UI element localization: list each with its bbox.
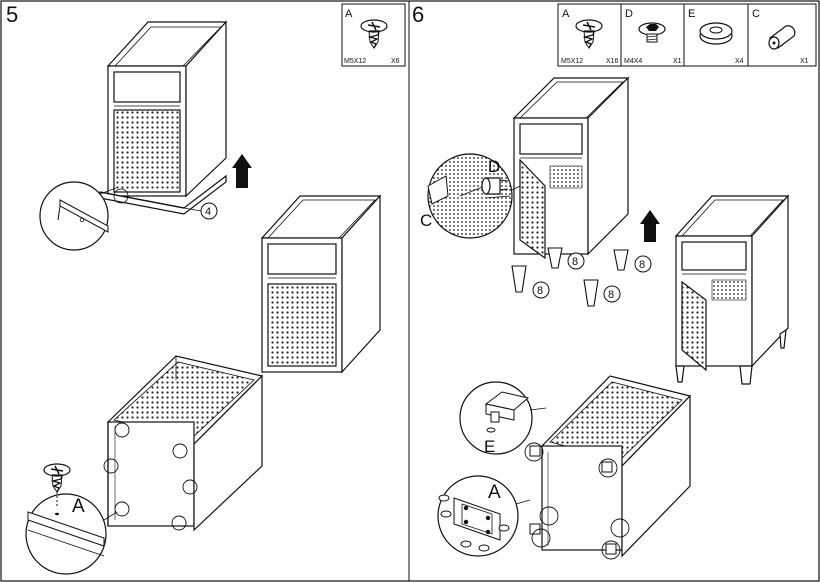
label-d: D (488, 157, 500, 176)
leg-parts (511, 247, 629, 307)
part-e-letter: E (688, 8, 695, 20)
zoom-detail-knob (427, 153, 521, 239)
cabinet-inverted (106, 355, 264, 532)
step-6-parts-box: A M5X12 X16 D M4X4 X1 E X4 C X1 (557, 3, 817, 67)
part-a-letter: A (562, 8, 570, 20)
hex-bolt-icon (638, 22, 666, 43)
leader-line (183, 207, 202, 212)
part-a-qty: X16 (606, 58, 619, 65)
cabinet-open-door (512, 76, 630, 260)
leg-callouts: 8 8 8 8 (532, 252, 652, 303)
cabinet-finished (674, 194, 790, 385)
screw-location-markers (103, 422, 198, 531)
leg-callout-number: 8 (537, 285, 543, 297)
part-e-qty: X4 (735, 58, 744, 65)
screw-detail-icon (43, 463, 71, 493)
part-a-spec: M5X12 (561, 58, 583, 65)
knob-icon (768, 25, 796, 50)
knob-part-icon (481, 177, 509, 195)
cabinet-upright-a (106, 20, 228, 198)
part-d-letter: D (625, 8, 633, 20)
up-arrow-icon (232, 154, 252, 188)
leg-callout-number: 8 (639, 259, 645, 271)
hardware-label-a: A (72, 496, 85, 517)
part-a-letter: A (345, 8, 353, 20)
label-a: A (488, 482, 501, 503)
step-6-number: 6 (412, 2, 424, 27)
zoom-detail-leg-e (459, 381, 547, 455)
part-c-qty: X1 (800, 58, 809, 65)
step-5-parts-box: A M5X12 X6 (341, 3, 406, 67)
part-d-qty: X1 (673, 58, 682, 65)
leg-callout-number: 8 (572, 256, 578, 268)
screw-icon (438, 494, 510, 552)
part-c-letter: C (752, 8, 760, 20)
cabinet-upright-b (260, 194, 382, 374)
zoom-detail-bracket (437, 475, 531, 557)
callout-number: 4 (205, 206, 211, 218)
zoom-detail-screw (25, 463, 118, 575)
part-a-spec: M5X12 (344, 58, 366, 65)
screw-location-markers (524, 442, 630, 560)
washer-icon (699, 22, 733, 45)
leg-brackets (529, 445, 617, 555)
label-c: C (420, 211, 432, 230)
leg-callout-number: 8 (608, 289, 614, 301)
part-d-spec: M4X4 (624, 58, 642, 65)
cabinet-inverted-legs (540, 375, 692, 558)
step-5-number: 5 (6, 2, 18, 27)
up-arrow-icon (640, 210, 660, 242)
part-a-qty: X6 (391, 58, 400, 65)
label-e: E (484, 437, 495, 456)
zoom-detail-corner (39, 181, 129, 251)
